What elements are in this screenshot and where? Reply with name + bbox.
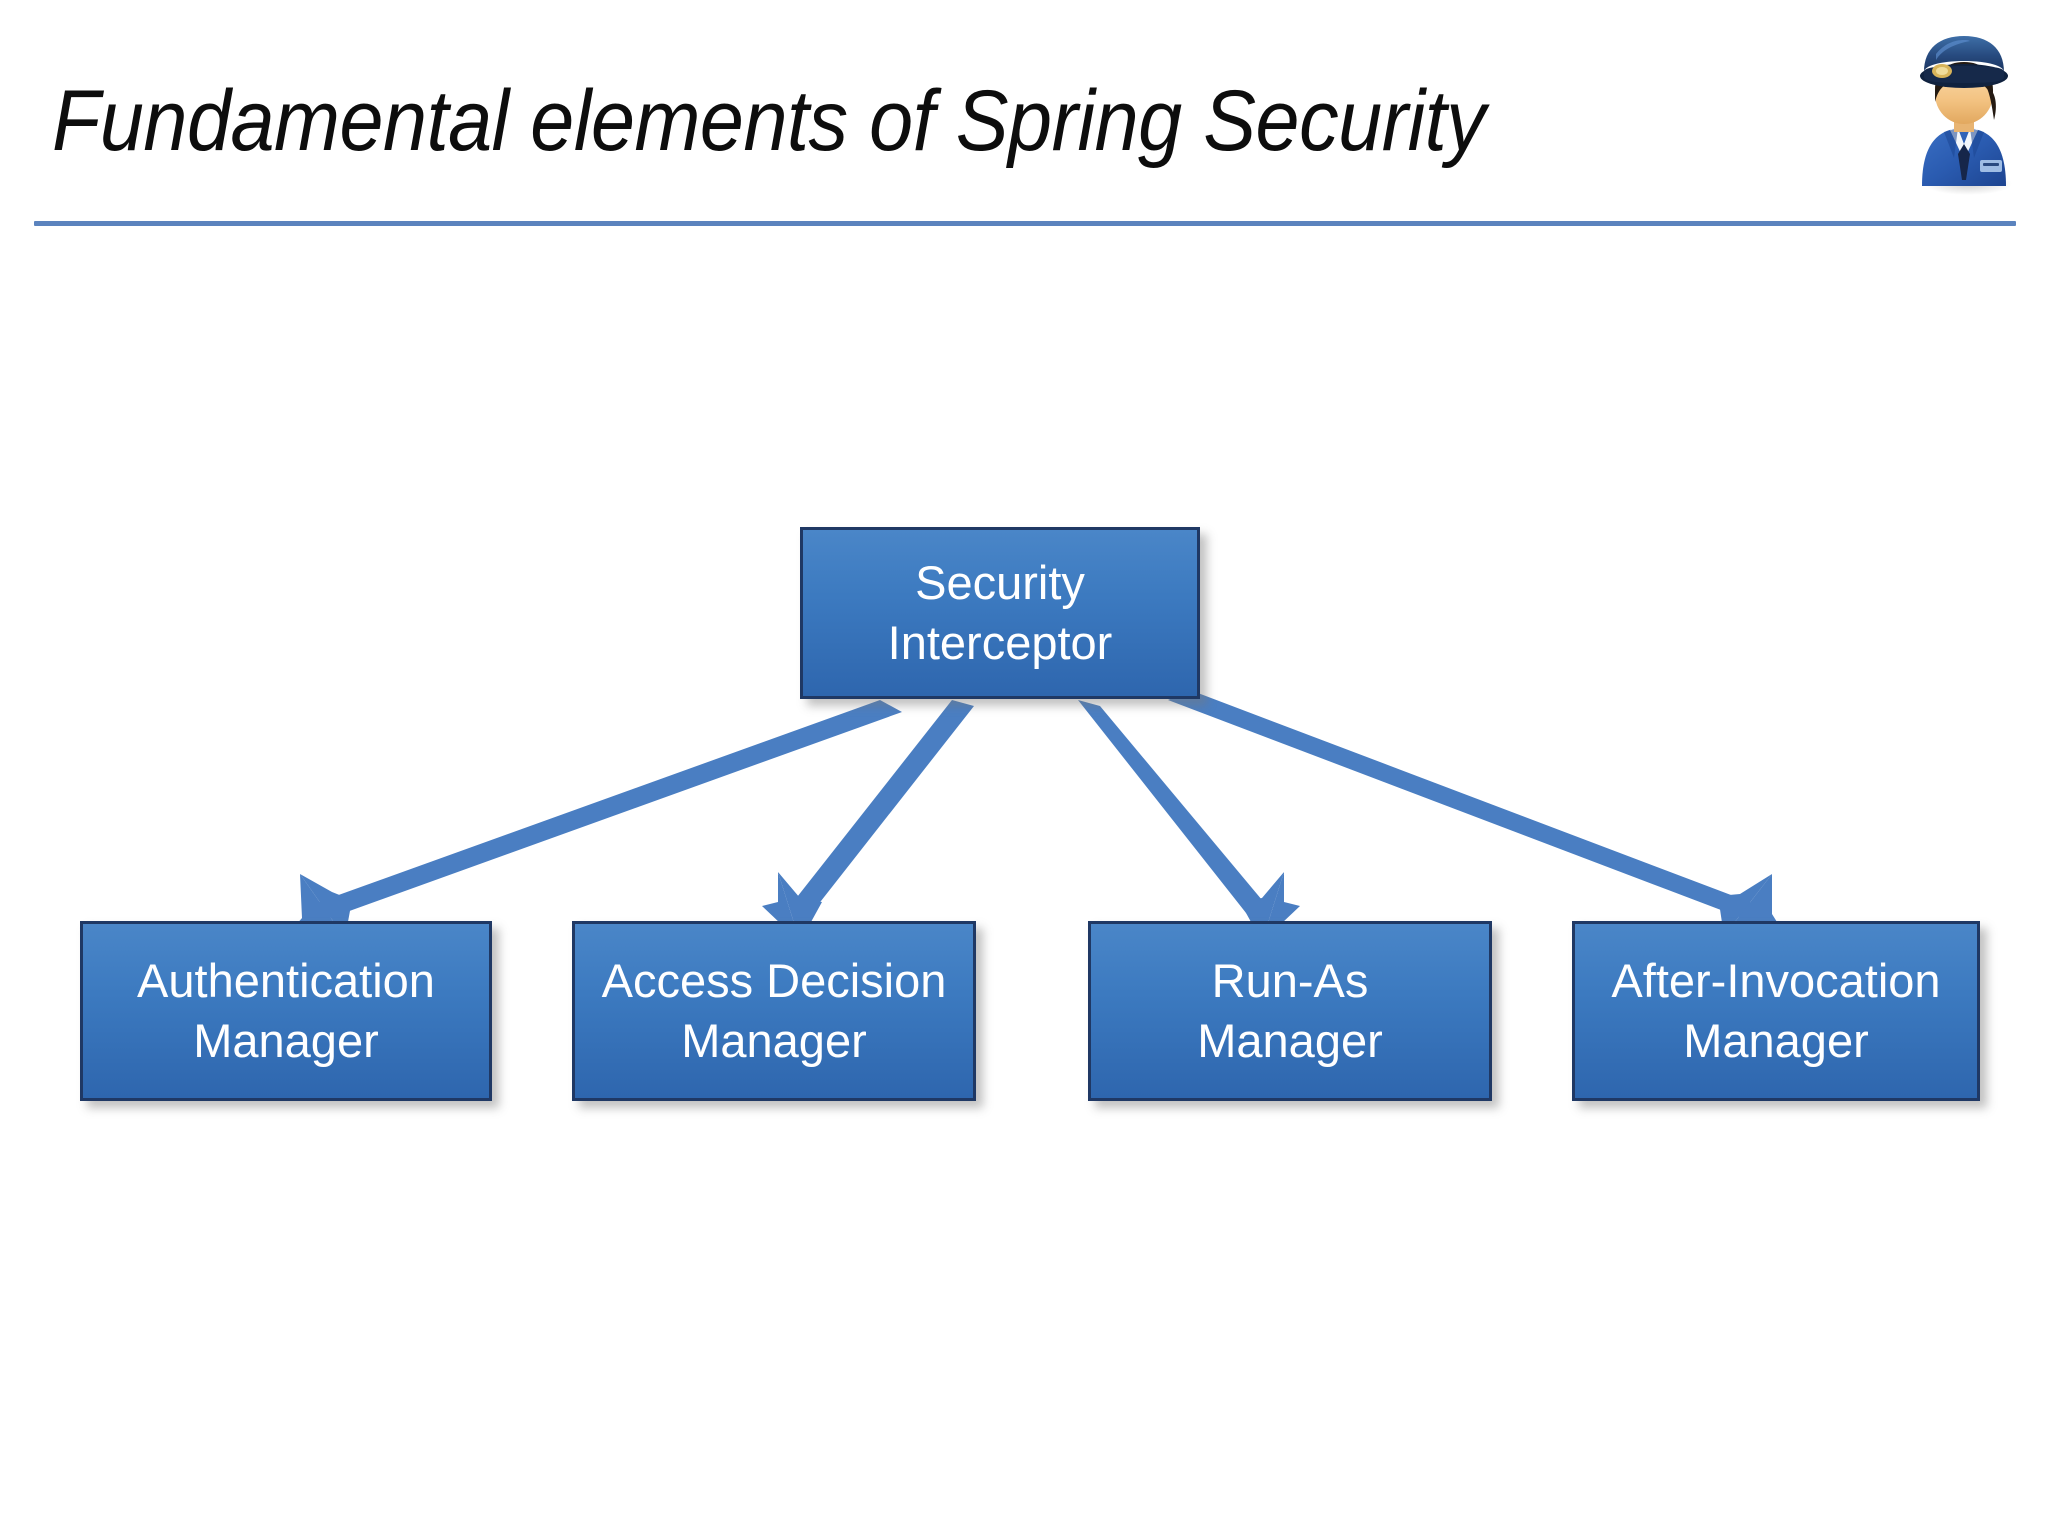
- connector-to-after-invocation-manager: [1168, 690, 1782, 936]
- node-authentication-manager[interactable]: Authentication Manager: [80, 921, 492, 1101]
- page-title: Fundamental elements of Spring Security: [52, 73, 1486, 169]
- node-label: Run-As Manager: [1197, 953, 1383, 1067]
- node-access-decision-manager[interactable]: Access Decision Manager: [572, 921, 976, 1101]
- node-run-as-manager[interactable]: Run-As Manager: [1088, 921, 1492, 1101]
- node-label: After-Invocation Manager: [1611, 953, 1941, 1067]
- connector-to-run-as-manager: [1078, 700, 1300, 942]
- security-officer-icon: [1904, 28, 2024, 198]
- node-label: Authentication Manager: [137, 953, 435, 1067]
- connector-to-access-decision-manager: [762, 700, 974, 942]
- title-divider-rule: [34, 221, 2016, 226]
- node-after-invocation-manager[interactable]: After-Invocation Manager: [1572, 921, 1980, 1101]
- node-label: Security Interceptor: [887, 555, 1113, 669]
- node-label: Access Decision Manager: [601, 953, 947, 1067]
- node-security-interceptor[interactable]: Security Interceptor: [800, 527, 1200, 699]
- connector-to-authentication-manager: [290, 700, 902, 938]
